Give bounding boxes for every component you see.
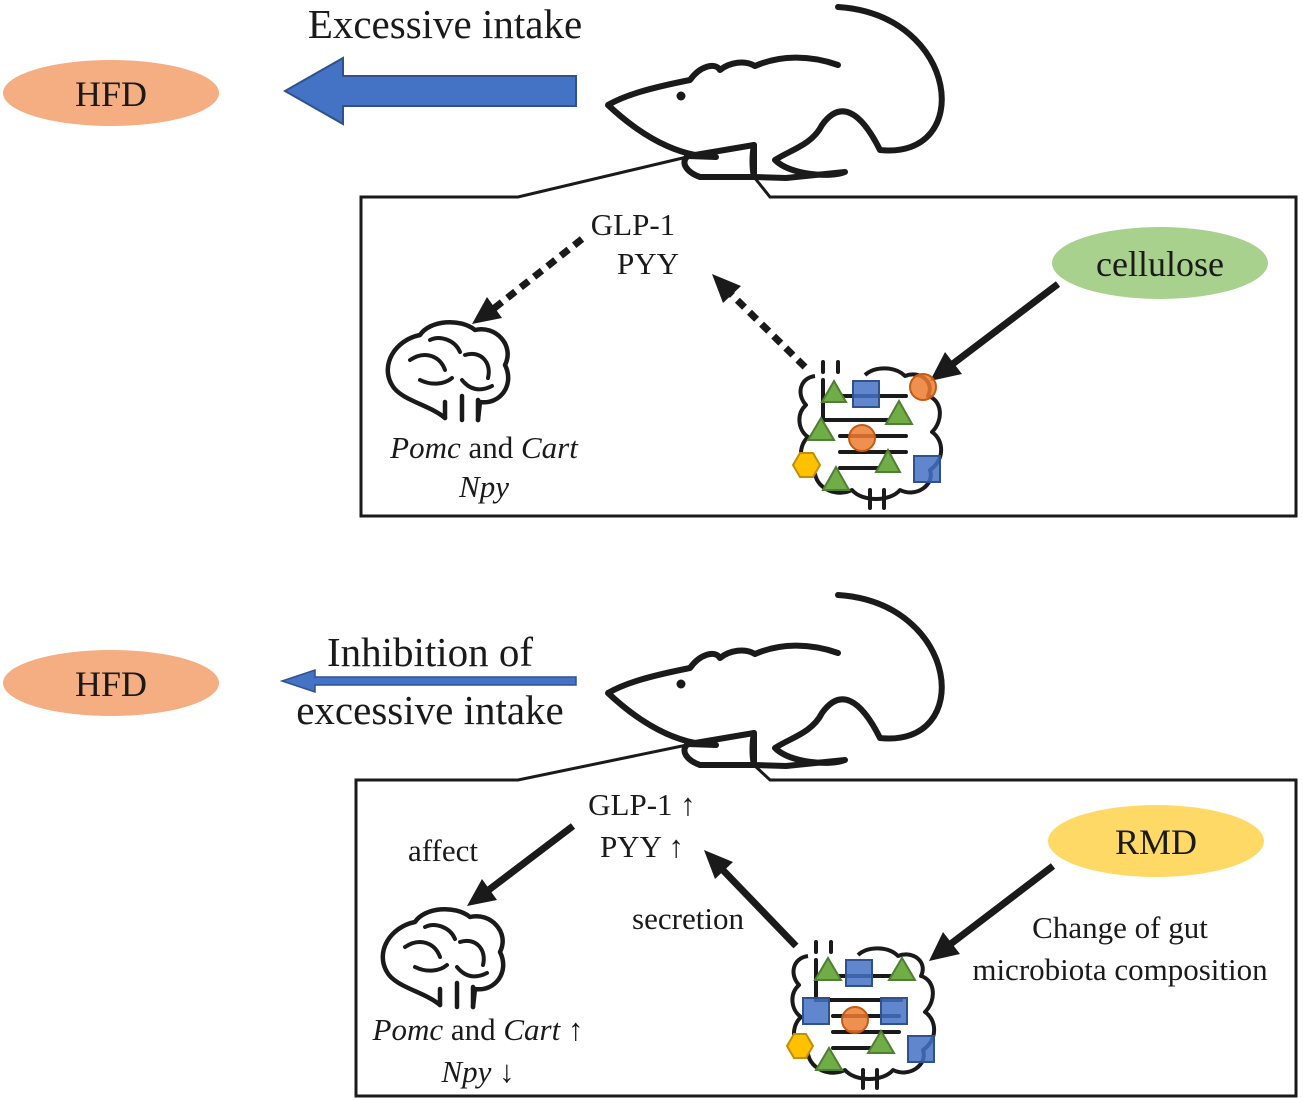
bottom-gene-joiner: and	[443, 1012, 503, 1047]
top-bacteria-triangle	[820, 378, 848, 403]
bottom-bacteria-square	[880, 997, 908, 1025]
top-gut-microbiota	[791, 360, 944, 510]
bottom-bacteria-triangle	[813, 956, 843, 981]
top-gene-cart: Cart	[521, 430, 579, 465]
top-mouse-icon	[608, 7, 942, 178]
bottom-secretion-label: secretion	[632, 901, 744, 936]
top-bacteria-triangle	[884, 398, 914, 425]
top-cellulose-arrowhead	[930, 352, 962, 381]
top-cellulose-oval	[1052, 227, 1268, 299]
bottom-hormone-to-brain-arrowhead	[467, 879, 497, 906]
top-bacteria-triangle	[874, 447, 902, 473]
bottom-hormone-glp1: GLP-1 ↑	[588, 787, 696, 822]
bottom-gut-to-hormone-arrowhead	[704, 850, 733, 879]
top-brain-genes-line2: Npy	[458, 469, 509, 504]
top-hormone-to-brain-arrowhead	[472, 297, 502, 324]
bottom-gene-cart: Cart	[503, 1012, 561, 1047]
bottom-bacteria-triangle	[814, 1046, 844, 1071]
top-brain-genes-line1: Pomc and Cart	[389, 430, 579, 465]
bottom-hfd-label: HFD	[75, 664, 147, 704]
top-hormone-to-brain-arrow	[489, 236, 585, 313]
bottom-intake-arrow	[279, 668, 577, 694]
top-panel: HFD Excessive intake GLP-1 PYY cellulose…	[3, 1, 1298, 518]
bottom-bacteria-circle	[841, 1006, 869, 1034]
top-hormone-glp1: GLP-1	[591, 207, 675, 242]
bottom-rmd-oval	[1048, 805, 1264, 877]
top-brain-icon	[388, 322, 508, 420]
bottom-brain-icon	[383, 909, 503, 1007]
top-zoom-frame	[359, 155, 1298, 518]
top-gene-pomc: Pomc	[389, 430, 461, 465]
bottom-hormone-pyy: PYY ↑	[600, 829, 684, 864]
top-hfd-oval	[3, 60, 219, 126]
top-gene-joiner: and	[461, 430, 521, 465]
bottom-intake-label-line2: excessive intake	[296, 687, 564, 733]
bottom-bacteria-square	[907, 1035, 935, 1063]
bottom-brain-genes-line2: Npy ↓	[440, 1054, 514, 1089]
top-gut-to-hormone-arrow	[724, 287, 808, 370]
bottom-affect-label: affect	[408, 833, 478, 868]
bottom-gut-to-hormone-arrow	[716, 863, 799, 949]
top-cellulose-arrow	[947, 281, 1061, 369]
bottom-bacteria-hexagon	[785, 1033, 815, 1059]
top-hormone-pyy: PYY	[617, 246, 679, 281]
bottom-rmd-arrowhead	[929, 932, 960, 961]
bottom-hfd-oval	[3, 650, 219, 716]
bottom-zoom-frame	[354, 743, 1298, 1098]
top-bacteria-triangle	[806, 416, 836, 441]
top-bacteria-circle	[848, 424, 876, 452]
top-intake-arrow	[282, 56, 577, 126]
bottom-microbiota-line1: Change of gut	[1032, 910, 1208, 945]
bottom-microbiota-line2: microbiota composition	[972, 952, 1268, 987]
top-cellulose-label: cellulose	[1096, 244, 1224, 284]
bottom-panel: HFD Inhibition of excessive intake GLP-1…	[3, 595, 1298, 1098]
bottom-gut-microbiota	[785, 940, 937, 1090]
bottom-bacteria-square	[802, 997, 830, 1025]
bottom-gene-npy-change: ↓	[491, 1054, 514, 1089]
bottom-bacteria-triangle	[866, 1029, 896, 1054]
bottom-gene-cart-change: ↑	[560, 1012, 583, 1047]
top-bacteria-square	[913, 455, 941, 483]
top-bacteria-circle	[909, 373, 937, 401]
top-intake-label: Excessive intake	[308, 1, 582, 47]
bottom-bacteria-triangle	[887, 956, 917, 981]
top-gut-to-hormone-arrowhead	[712, 274, 741, 303]
bottom-rmd-arrow	[945, 863, 1056, 949]
top-hfd-label: HFD	[75, 74, 147, 114]
top-bacteria-triangle	[821, 464, 851, 491]
bottom-hormone-to-brain-arrow	[483, 823, 576, 895]
bottom-mouse-icon	[608, 595, 942, 766]
bottom-brain-genes-line1: Pomc and Cart ↑	[372, 1012, 584, 1047]
bottom-rmd-label: RMD	[1115, 822, 1197, 862]
top-bacteria-hexagon	[791, 452, 822, 478]
bottom-bacteria-square	[845, 959, 873, 987]
top-bacteria-square	[852, 380, 880, 408]
bottom-intake-label-line1: Inhibition of	[327, 629, 533, 675]
bottom-gene-npy: Npy	[440, 1054, 491, 1089]
top-gene-npy: Npy	[458, 469, 509, 504]
bottom-gene-pomc: Pomc	[372, 1012, 444, 1047]
